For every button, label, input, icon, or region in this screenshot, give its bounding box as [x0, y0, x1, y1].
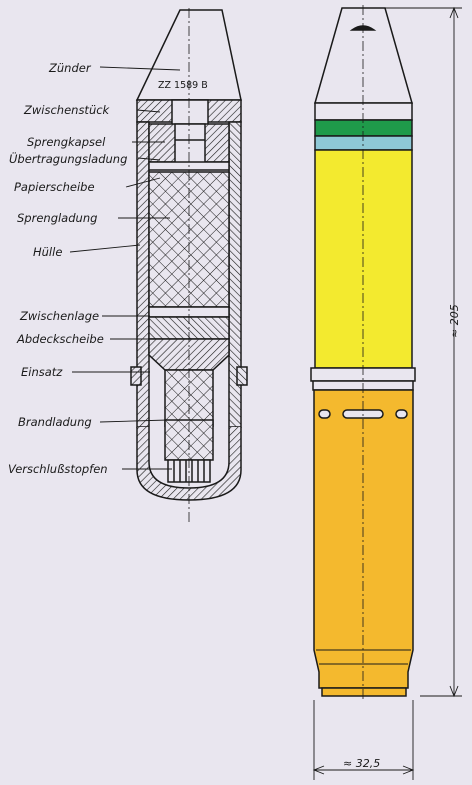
fuze-marking: ZZ 1589 B — [158, 80, 208, 91]
label-brandladung: Brandladung — [18, 415, 92, 429]
orange-body — [313, 389, 414, 689]
label-huelle: Hülle — [33, 245, 62, 259]
dimension-length: ≈ 205 — [448, 304, 461, 338]
label-papierscheibe: Papierscheibe — [14, 180, 95, 194]
dimension-diameter: ≈ 32,5 — [343, 757, 380, 770]
exterior-base — [321, 687, 407, 697]
green-band — [314, 119, 413, 137]
exterior-view — [310, 7, 416, 697]
label-verschlussstopfen: Verschlußstopfen — [8, 462, 108, 476]
leader-lines — [69, 66, 181, 470]
label-einsatz: Einsatz — [21, 365, 63, 379]
label-abdeckscheibe: Abdeckscheibe — [16, 332, 104, 346]
label-zuender: Zünder — [48, 61, 92, 75]
section-view — [130, 8, 248, 525]
label-sprengladung: Sprengladung — [17, 211, 97, 225]
exterior-nose — [314, 7, 413, 104]
dimension-lines — [312, 6, 462, 780]
label-zwischenstueck: Zwischenstück — [23, 103, 111, 117]
label-uebertragungsladung: Übertragungsladung — [9, 150, 127, 166]
yellow-body — [314, 149, 413, 369]
label-zwischenlage: Zwischenlage — [19, 309, 99, 323]
exterior-adapter — [314, 102, 413, 121]
label-sprengkapsel: Sprengkapsel — [27, 135, 106, 149]
blue-band — [314, 135, 413, 151]
